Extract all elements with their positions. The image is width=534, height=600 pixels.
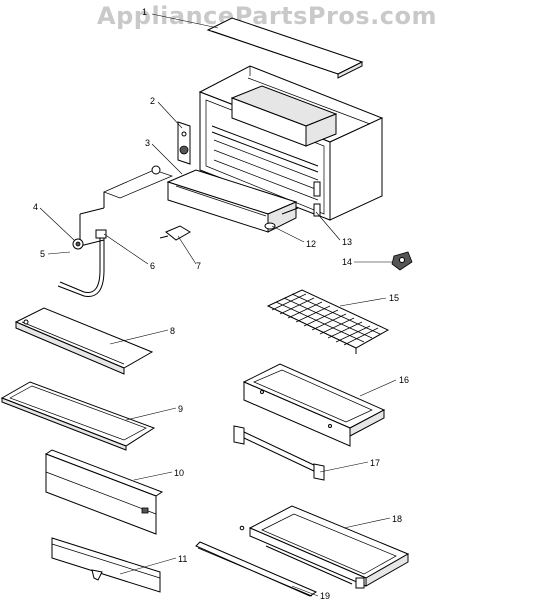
callout-11: 11 bbox=[178, 554, 187, 564]
callout-13: 13 bbox=[342, 237, 352, 247]
part-9-drip-pan[interactable] bbox=[0, 381, 156, 451]
part-10-front-panel[interactable] bbox=[44, 449, 164, 535]
callout-1: 1 bbox=[142, 7, 147, 17]
callout-8: 8 bbox=[170, 326, 175, 336]
callout-7: 7 bbox=[196, 261, 201, 271]
callout-12: 12 bbox=[306, 239, 316, 249]
callout-4: 4 bbox=[33, 202, 38, 212]
part-6-manifold[interactable] bbox=[57, 165, 173, 297]
part-17-handle[interactable] bbox=[233, 425, 325, 481]
part-12-igniter[interactable] bbox=[264, 207, 299, 230]
part-14-fitting[interactable] bbox=[391, 251, 413, 271]
part-16-drawer-frame[interactable] bbox=[242, 363, 386, 447]
callout-10: 10 bbox=[174, 468, 184, 478]
watermark-text: AppliancePartsPros.com bbox=[97, 2, 437, 30]
callout-15: 15 bbox=[389, 293, 399, 303]
callout-16: 16 bbox=[399, 375, 409, 385]
callout-18: 18 bbox=[392, 514, 402, 524]
callout-2: 2 bbox=[150, 96, 155, 106]
callout-5: 5 bbox=[40, 249, 45, 259]
part-11-lower-panel[interactable] bbox=[51, 537, 161, 593]
callout-3: 3 bbox=[145, 138, 150, 148]
part-7-valve[interactable] bbox=[159, 225, 191, 241]
callout-9: 9 bbox=[178, 404, 183, 414]
part-19-trim[interactable] bbox=[195, 541, 318, 597]
part-13-housing[interactable] bbox=[198, 65, 384, 221]
callout-6: 6 bbox=[150, 261, 155, 271]
part-8-tray[interactable] bbox=[14, 307, 154, 375]
callout-19: 19 bbox=[320, 591, 330, 600]
callout-17: 17 bbox=[370, 458, 380, 468]
part-4-knob[interactable] bbox=[72, 238, 84, 250]
part-15-grate[interactable] bbox=[266, 289, 390, 354]
callout-14: 14 bbox=[342, 257, 352, 267]
part-18-slide-frame[interactable] bbox=[239, 505, 410, 589]
part-2-control-panel[interactable] bbox=[177, 121, 191, 165]
part-1-top-panel[interactable] bbox=[206, 17, 364, 79]
